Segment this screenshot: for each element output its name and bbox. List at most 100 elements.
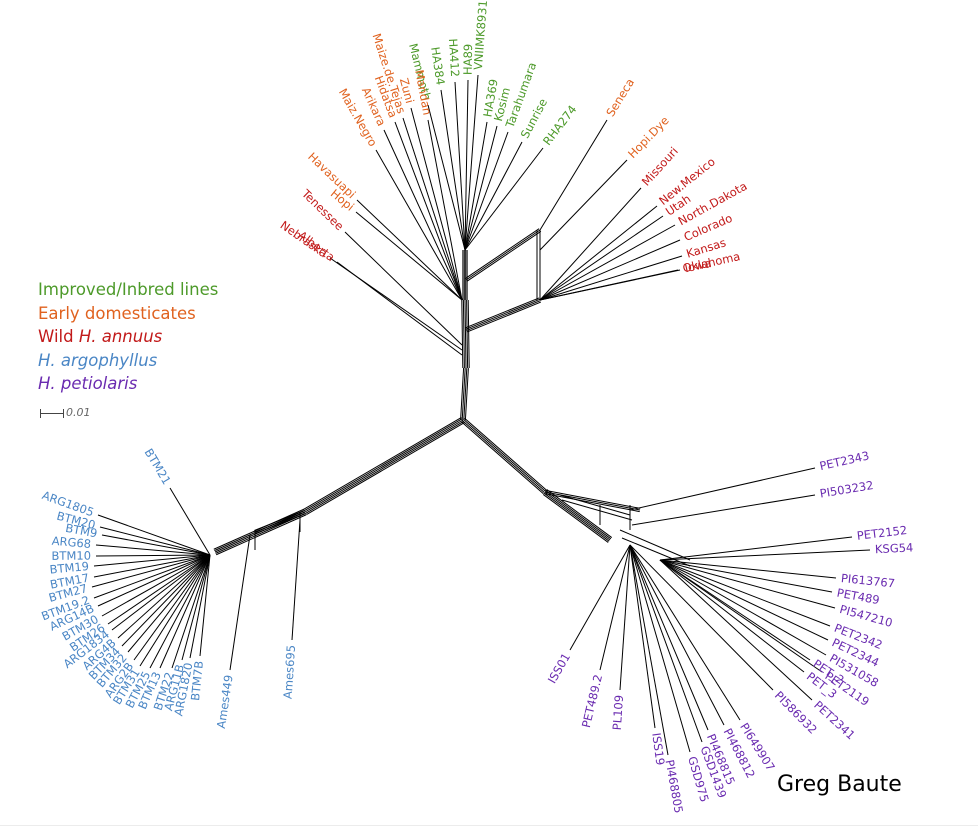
leaf-edge [93, 554, 211, 578]
leaf-edge [629, 544, 669, 756]
taxon-label: PL109 [610, 694, 626, 730]
leaf-edge [291, 519, 301, 641]
leaf-edge [181, 554, 211, 661]
trunk-edge [461, 300, 464, 369]
taxon-label: PI468805 [662, 759, 685, 815]
trunk-edge [305, 420, 465, 514]
leaf-edge [629, 544, 774, 691]
leaf-edge [117, 554, 211, 639]
taxon-label: ARG68 [51, 534, 91, 551]
leaf-edge [440, 89, 466, 251]
leaf-edge [659, 559, 823, 673]
author-credit: Greg Baute [777, 772, 902, 797]
legend-species: H. annuus [78, 327, 163, 346]
taxon-label: PI503232 [819, 478, 875, 501]
leaf-edge [629, 544, 741, 721]
leaf-edge [539, 187, 642, 301]
taxon-labels: MammothHA384HA412HA89VNIIMK8931HA369Kosi… [39, 0, 913, 814]
leaf-edge [659, 559, 836, 609]
leaf-edge [91, 554, 211, 588]
taxon-label: HA412 [446, 38, 462, 77]
trunk-edge [461, 421, 544, 495]
leaf-edge [336, 261, 463, 356]
leaf-edge [464, 141, 523, 251]
leaf-edge [464, 121, 488, 251]
taxon-label: Zuni [397, 76, 417, 104]
trunk-edge [463, 368, 468, 421]
trunk-edge [544, 491, 611, 541]
trunk-edge [254, 511, 306, 533]
leaf-edge [97, 514, 211, 556]
trunk-edge [542, 494, 609, 543]
taxon-label: HA89 [461, 44, 476, 75]
leaf-edge [159, 554, 211, 669]
leaf-edge [629, 544, 709, 731]
trunk-edge [561, 499, 633, 521]
leaf-edge [464, 74, 479, 251]
leaf-edge [599, 544, 631, 671]
leaf-edge [410, 107, 463, 301]
trunk-edge [464, 417, 547, 491]
legend-species: H. argophyllus [38, 350, 158, 370]
trunk-edge [466, 300, 541, 332]
leaf-edge [355, 211, 463, 301]
trunk-edge [559, 494, 631, 516]
leaf-edge [659, 536, 853, 561]
leaf-edge [375, 149, 463, 301]
trunk-edge [544, 493, 640, 513]
leaf-edge [464, 125, 498, 251]
taxon-label: Iowa [683, 256, 712, 275]
leaf-edge [464, 131, 509, 251]
leaf-edge [169, 487, 211, 556]
trunk-edge [464, 297, 540, 329]
taxon-label: PET2343 [818, 448, 870, 473]
legend-text: Improved/Inbred lines [38, 280, 219, 299]
trunk-edge [619, 529, 691, 561]
leaf-edge [659, 559, 805, 673]
leaf-edge [539, 239, 681, 301]
trunk-edge [545, 490, 612, 540]
taxon-label: HA369 [480, 78, 500, 118]
leaf-edge [539, 255, 683, 301]
leaf-edge [101, 534, 211, 556]
taxon-label: VNIIMK8931 [471, 0, 490, 70]
leaf-edge [139, 554, 211, 667]
leaf-edge [539, 205, 658, 301]
leaf-edge [659, 559, 813, 701]
taxon-label: ISS01 [545, 651, 573, 686]
taxon-label: BTM9 [64, 521, 98, 541]
trunk-edge [465, 298, 540, 330]
leaf-edge [95, 544, 211, 556]
trunk-edge [306, 422, 465, 516]
trunk-edge [464, 368, 469, 421]
leaf-edge [383, 129, 463, 301]
leaf-edge [111, 554, 211, 631]
trunk-edge [215, 512, 306, 554]
taxon-label: Ames449 [214, 674, 236, 730]
leaf-edge [171, 554, 211, 669]
leaf-edge [229, 534, 251, 671]
trunk-edge [463, 419, 546, 492]
leaf-edge [619, 544, 631, 691]
leaf-edge [659, 559, 833, 593]
leaf-edge [464, 147, 544, 251]
leaf-edge [101, 554, 211, 617]
taxon-label: PET489.2 [579, 673, 605, 729]
trunk-edge [460, 367, 465, 420]
leaf-edge [93, 554, 211, 567]
leaf-edge [133, 554, 211, 661]
taxon-label: Ames695 [281, 644, 299, 699]
trunk-edge [462, 420, 545, 493]
trunk-edge [466, 230, 542, 282]
leaf-edge [464, 79, 469, 251]
trunk-edge [255, 513, 306, 534]
leaf-edge [659, 559, 827, 656]
taxon-label: PI613767 [840, 571, 895, 590]
taxon-label: PET2341 [811, 698, 858, 743]
leaf-edge [659, 559, 829, 641]
leaf-edge [121, 554, 211, 647]
leaf-edge [539, 215, 664, 301]
taxon-label: BTM10 [51, 549, 91, 563]
taxon-label: KSG54 [875, 540, 914, 556]
